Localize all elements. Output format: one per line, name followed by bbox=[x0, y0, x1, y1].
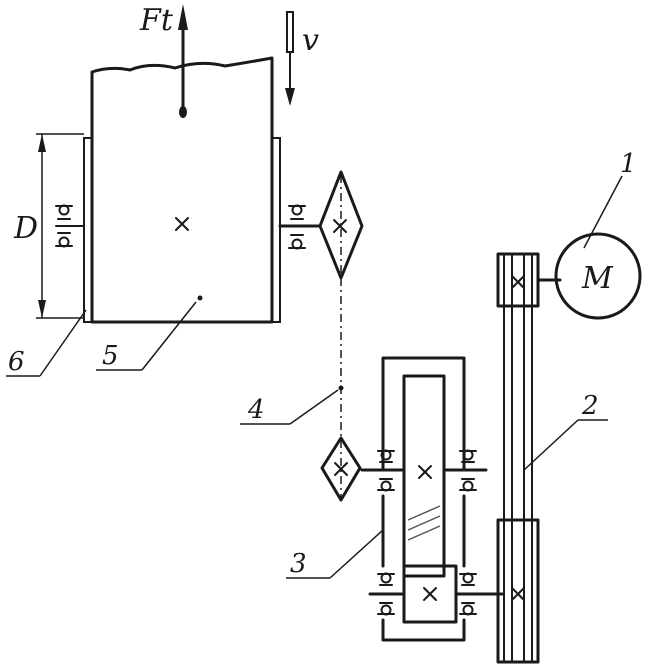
large-gear bbox=[402, 374, 446, 578]
part-6-label: 6 bbox=[8, 347, 25, 377]
input-shaft-bearings-icon bbox=[377, 572, 477, 616]
leader-3 bbox=[286, 529, 384, 579]
upper-pulley-center-icon bbox=[511, 275, 525, 289]
leader-1 bbox=[583, 175, 623, 249]
chain-point bbox=[338, 385, 344, 391]
leader-5 bbox=[96, 301, 197, 371]
part-4-label: 4 bbox=[247, 395, 265, 425]
lower-sprocket-icon bbox=[320, 436, 362, 502]
large-gear-center-icon bbox=[418, 465, 432, 479]
belt-drive bbox=[496, 252, 540, 664]
velocity-label: v bbox=[302, 23, 319, 58]
leader-2 bbox=[523, 419, 608, 471]
upper-sprocket-icon bbox=[318, 170, 364, 280]
drum-body bbox=[90, 56, 274, 324]
motor-icon bbox=[536, 232, 642, 320]
drum-left-flange bbox=[83, 137, 93, 323]
left-bearing-icon bbox=[55, 204, 85, 248]
lower-pulley-center-icon bbox=[511, 587, 525, 601]
part-3-label: 3 bbox=[290, 549, 307, 579]
part-5-label: 5 bbox=[102, 341, 119, 371]
motor-label: M bbox=[581, 261, 614, 296]
drum-point bbox=[197, 295, 203, 301]
lower-pulley bbox=[496, 518, 540, 664]
part-2-label: 2 bbox=[581, 391, 599, 421]
diameter-dimension bbox=[36, 133, 84, 319]
output-shaft-bearings-icon bbox=[377, 449, 477, 492]
pinion-center-icon bbox=[423, 587, 437, 601]
drum-shaft bbox=[278, 204, 322, 250]
leader-4 bbox=[240, 389, 339, 425]
part-1-label: 1 bbox=[620, 149, 637, 179]
drum-right-flange bbox=[271, 137, 281, 323]
force-arrow-icon bbox=[178, 4, 188, 118]
velocity-arrow-icon bbox=[285, 11, 295, 106]
leader-6 bbox=[6, 309, 87, 377]
drum-center-icon bbox=[175, 217, 189, 231]
drum bbox=[83, 56, 281, 324]
diameter-label: D bbox=[13, 211, 38, 246]
gear-reducer bbox=[360, 356, 504, 642]
force-label: Ft bbox=[139, 3, 174, 38]
